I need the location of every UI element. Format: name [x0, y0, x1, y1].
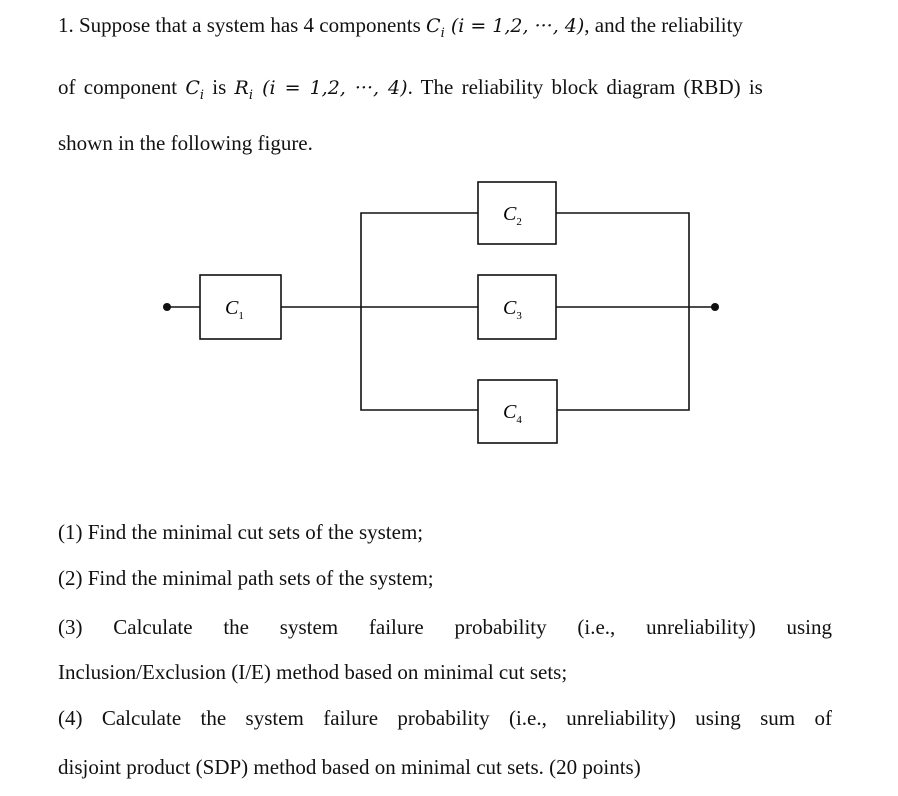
text: 1. Suppose that a system has 4 component… [58, 13, 427, 37]
math-ci: Ci (i = 1,2, ···, 4) [426, 15, 585, 41]
problem-line-3: shown in the following figure. [58, 131, 313, 155]
text: , and the reliability [584, 13, 743, 37]
question-4-line-2: disjoint product (SDP) method based on m… [58, 755, 641, 779]
math-ci: Ci [185, 77, 205, 103]
text: of component [58, 75, 186, 99]
wire-right-bus [556, 212, 690, 411]
text: is [204, 75, 235, 99]
problem-line-1: 1. Suppose that a system has 4 component… [58, 13, 832, 46]
question-3-line-1: (3) Calculate the system failure probabi… [58, 615, 832, 639]
math-ri: Ri (i = 1,2, ···, 4) [234, 77, 408, 103]
block-c3 [477, 274, 557, 340]
label-c1: C1 [225, 297, 244, 322]
block-c4 [477, 379, 558, 444]
block-c1 [199, 274, 282, 340]
block-c2 [477, 181, 557, 245]
label-c4: C4 [503, 401, 522, 426]
question-4-line-1: (4) Calculate the system failure probabi… [58, 706, 832, 730]
wire-left-bus [360, 212, 478, 411]
question-2: (2) Find the minimal path sets of the sy… [58, 566, 434, 590]
label-c2: C2 [503, 203, 522, 228]
problem-line-2: of component Ci is Ri (i = 1,2, ···, 4).… [58, 75, 832, 108]
question-1: (1) Find the minimal cut sets of the sys… [58, 520, 424, 544]
label-c3: C3 [503, 297, 522, 322]
text: . The reliability block diagram (RBD) is [407, 75, 763, 99]
output-terminal [711, 303, 719, 311]
question-3-line-2: Inclusion/Exclusion (I/E) method based o… [58, 660, 568, 684]
input-terminal [163, 303, 171, 311]
